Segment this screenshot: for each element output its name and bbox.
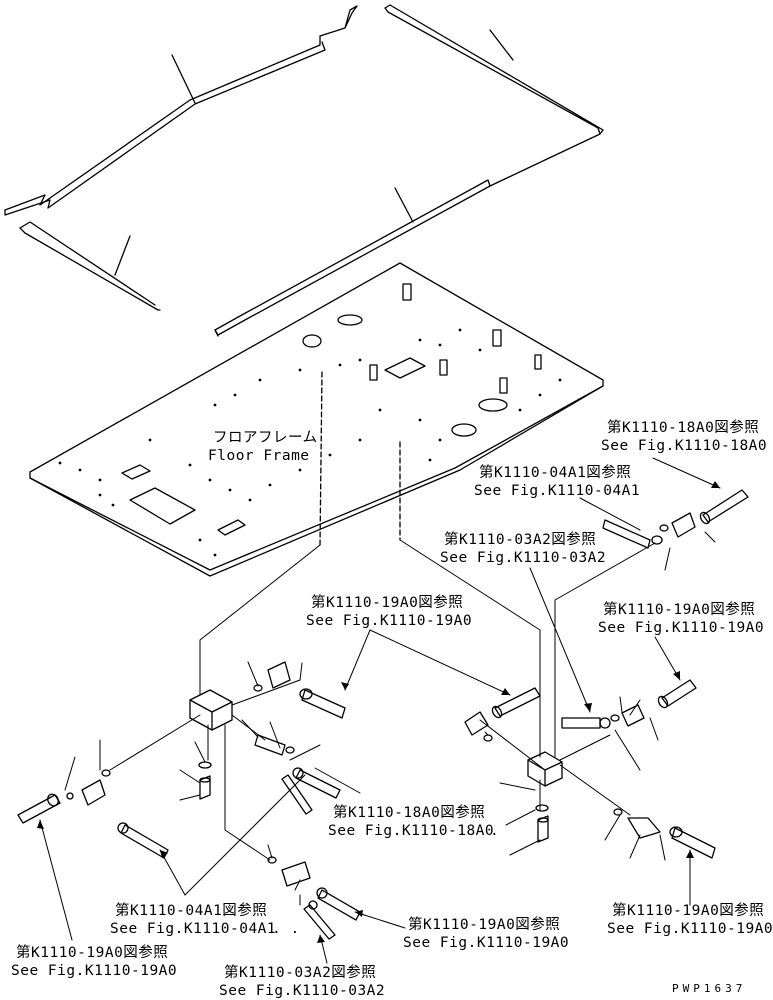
callout-19a0-bottom-right-jp: 第K1110-19A0図参照: [612, 903, 765, 919]
callout-19a0-right-jp: 第K1110-19A0図参照: [603, 602, 756, 618]
callout-18a0-top-jp: 第K1110-18A0図参照: [607, 420, 760, 436]
floor-frame-label-jp: フロアフレーム: [213, 430, 318, 446]
floor-seal-strips: [4, 4, 604, 337]
drawing-code: PWP1637: [672, 982, 747, 995]
callout-18a0-top-en: See Fig.K1110-18A0: [601, 438, 768, 454]
callout-leaders: [39, 457, 721, 964]
hoses-and-fittings: [17, 489, 749, 940]
arrowheads: [37, 481, 720, 943]
dot-mark: .: [490, 823, 500, 839]
callout-19a0-right-en: See Fig.K1110-19A0: [598, 620, 765, 636]
callout-18a0-middle-jp: 第K1110-18A0図参照: [333, 805, 486, 821]
dashed-leaders: [319, 371, 401, 546]
callout-19a0-center-en: See Fig.K1110-19A0: [306, 613, 473, 629]
ellipsis-mark: . .: [272, 921, 300, 937]
callout-03a2-bottom-en: See Fig.K1110-03A2: [219, 983, 386, 999]
callout-19a0-bottom-center-jp: 第K1110-19A0図参照: [408, 917, 561, 933]
floor-frame-plate: [29, 262, 604, 577]
callout-19a0-center-jp: 第K1110-19A0図参照: [311, 595, 464, 611]
callout-03a2-top-en: See Fig.K1110-03A2: [440, 550, 607, 566]
callout-19a0-bottom-right-en: See Fig.K1110-19A0: [607, 921, 773, 937]
callout-04a1-bottom-jp: 第K1110-04A1図参照: [115, 903, 268, 919]
callout-04a1-top-en: See Fig.K1110-04A1: [474, 483, 641, 499]
callout-04a1-top-jp: 第K1110-04A1図参照: [479, 465, 632, 481]
callout-19a0-bottom-left-jp: 第K1110-19A0図参照: [16, 945, 169, 961]
callout-19a0-bottom-left-en: See Fig.K1110-19A0: [11, 963, 178, 979]
callout-19a0-bottom-center-en: See Fig.K1110-19A0: [403, 935, 570, 951]
callout-03a2-bottom-jp: 第K1110-03A2図参照: [224, 965, 377, 981]
callout-04a1-bottom-en: See Fig.K1110-04A1: [110, 921, 277, 937]
floor-frame-label-en: Floor Frame: [208, 448, 310, 464]
right-manifold-block: [527, 751, 563, 843]
callout-03a2-top-jp: 第K1110-03A2図参照: [444, 532, 597, 548]
callout-18a0-middle-en: See Fig.K1110-18A0: [328, 823, 495, 839]
